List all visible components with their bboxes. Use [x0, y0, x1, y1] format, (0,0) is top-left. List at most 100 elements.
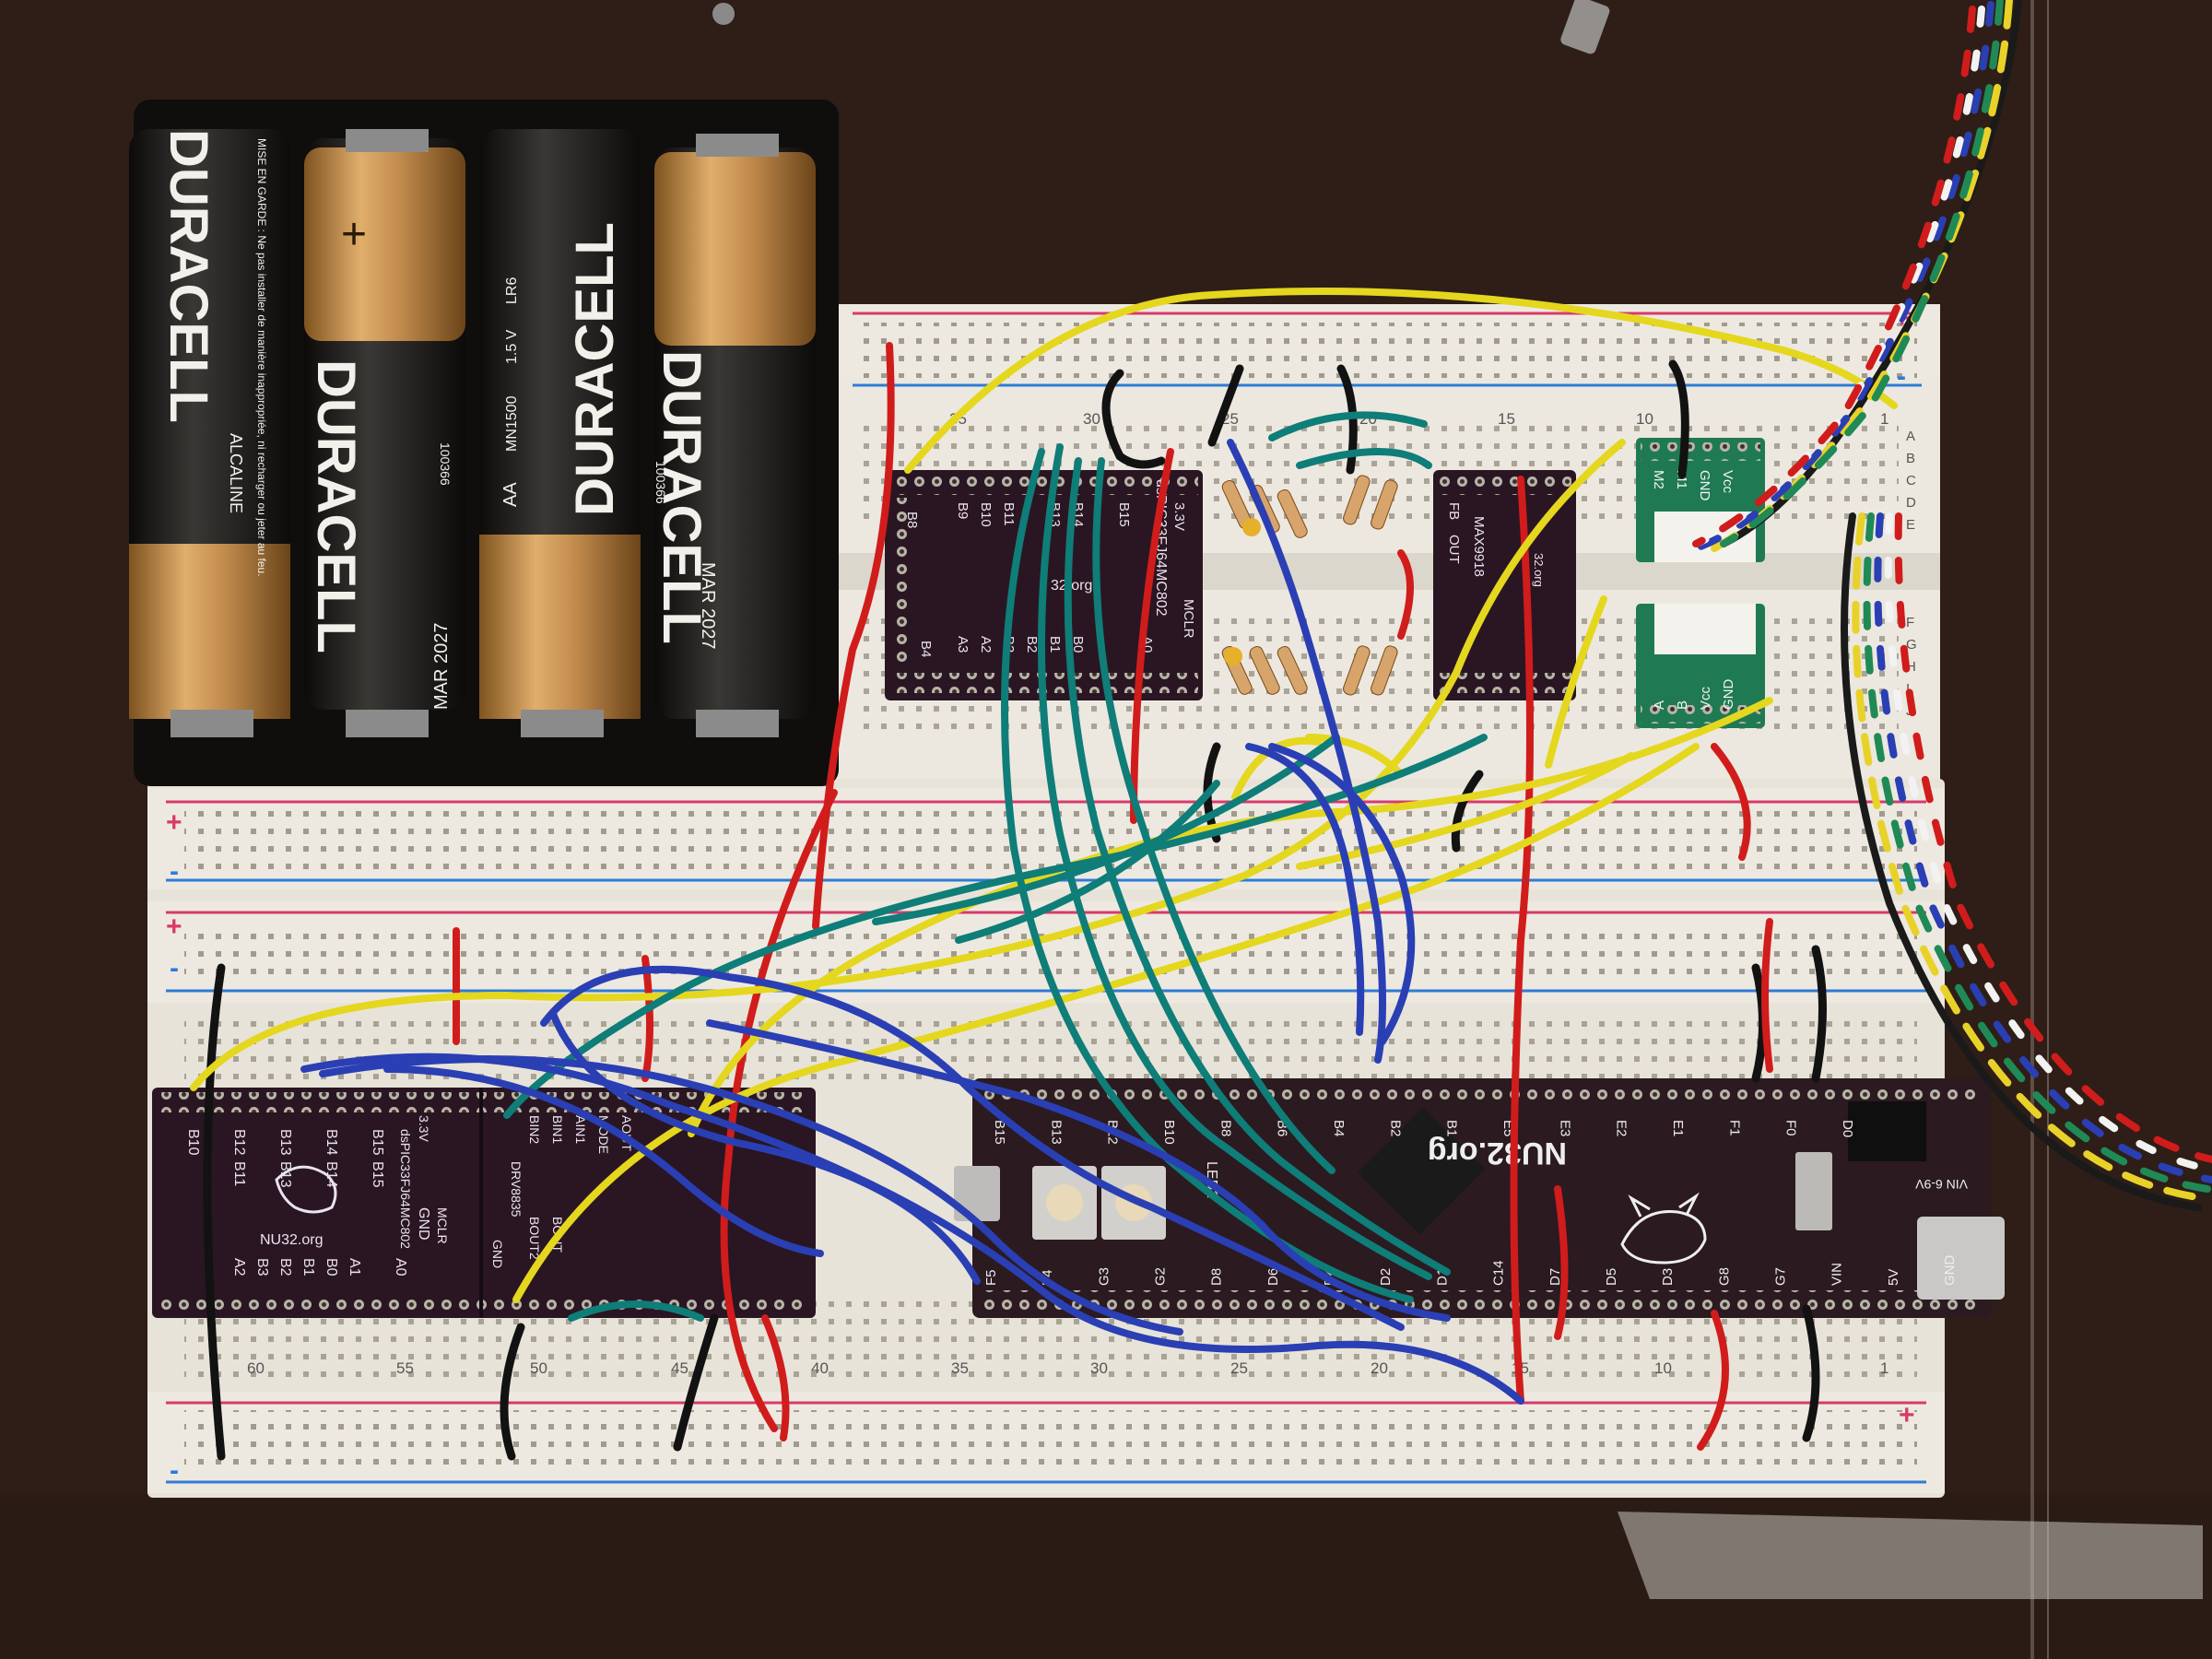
col-num: 60: [247, 1359, 265, 1377]
nu32-pin-label: E3: [1557, 1120, 1572, 1136]
conn-bottom-pin: GND: [1721, 679, 1736, 711]
row-letter: B: [1906, 451, 1915, 466]
encoder-part: MAX9918: [1471, 516, 1487, 577]
battery-expiry-4: MAR 2027: [698, 562, 718, 650]
col-num: 10: [1654, 1359, 1672, 1377]
col-num: 30: [1090, 1359, 1108, 1377]
conn-bottom-pin: A: [1652, 700, 1667, 710]
rail-minus-mid2: -: [170, 953, 179, 983]
nu32-pin-label: E2: [1614, 1120, 1630, 1136]
top-driver-reset: MCLR: [1181, 599, 1196, 639]
col-num: 50: [530, 1359, 547, 1377]
bot-pin-b: B2: [277, 1258, 293, 1277]
bot-pin: B14: [324, 1129, 339, 1156]
top-pin-b: B1: [1047, 636, 1063, 653]
col-num: 40: [811, 1359, 829, 1377]
bot-pin: B12: [231, 1129, 247, 1156]
top-pin-b: A2: [978, 636, 994, 653]
nu32-pin-label: D0: [1840, 1120, 1855, 1137]
clip-object: [1560, 0, 1610, 54]
col-num: 45: [671, 1359, 688, 1377]
reset-button[interactable]: [1032, 1166, 1097, 1240]
nu32-pin-label: B2: [1387, 1120, 1403, 1136]
battery-chem-1: ALCALINE: [227, 433, 245, 513]
screw-object: [712, 3, 735, 25]
battery-lot-4: 100366: [653, 461, 668, 504]
col-num: 15: [1498, 410, 1515, 428]
battery-model-3: MN1500: [504, 395, 520, 452]
top-pin-b: B0: [1070, 636, 1086, 653]
encoder-pin-fb: FB: [1446, 502, 1462, 520]
battery-type-3: AA: [500, 482, 521, 507]
battery-brand-1: DURACELL: [159, 129, 218, 423]
top-pin-b: B4: [918, 641, 934, 657]
row-letter: F: [1906, 615, 1914, 630]
bot-pin-b: B3: [254, 1258, 270, 1277]
row-letter: G: [1906, 637, 1917, 653]
top-pin-b: A3: [955, 636, 971, 653]
col-num: 55: [396, 1359, 414, 1377]
cat-logo-icon: [1620, 1192, 1707, 1265]
usb-port-left[interactable]: [954, 1166, 1000, 1221]
col-num: 35: [951, 1359, 969, 1377]
bot-pin-mid: B15: [370, 1161, 385, 1188]
drv-pin: BIN1: [550, 1115, 565, 1144]
battery-pack: [129, 100, 839, 786]
conn-bottom-pin: Vcc: [1698, 686, 1713, 710]
row-letter: H: [1906, 659, 1916, 675]
nu32-pin-label: D6: [1265, 1268, 1281, 1286]
top-pin: B11: [1001, 502, 1017, 526]
bot-pin-b: B1: [300, 1258, 316, 1277]
bot-pin-mid: B13: [277, 1161, 293, 1188]
battery-iec-3: LR6: [504, 277, 520, 304]
nu32-pin-label: F0: [1783, 1120, 1799, 1136]
encoder-pin-out: OUT: [1446, 535, 1462, 564]
rail-minus-top: -: [1897, 361, 1906, 392]
acrylic-stand: [1618, 0, 2203, 1659]
bot-pin: B13: [277, 1129, 293, 1156]
conn-top-pin: M2: [1651, 470, 1666, 489]
row-letter: I: [1906, 681, 1910, 697]
bot-pin-b: A0: [393, 1258, 408, 1277]
panther-logo-icon: [275, 1165, 337, 1214]
bot-driver-site: NU32.org: [260, 1232, 323, 1248]
bot-pin-b: B0: [324, 1258, 339, 1277]
top-pin: B10: [978, 502, 994, 527]
nu32-pin-label: VIN: [1830, 1263, 1845, 1286]
row-letter: A: [1906, 429, 1915, 444]
rail-plus-mid2: +: [166, 912, 182, 942]
top-pin-b: B2: [1024, 636, 1040, 653]
battery-brand-4: DURACELL: [652, 350, 712, 644]
rail-plus-bottom: +: [1899, 1400, 1915, 1430]
conn-bottom-pin: B: [1675, 700, 1690, 710]
col-num: 30: [1083, 410, 1100, 428]
nu32-pin-label: B1: [1444, 1120, 1460, 1136]
bot-driver-rail: 3.3V: [417, 1115, 431, 1142]
top-driver-rail: 3.3V: [1171, 502, 1187, 531]
nu32-pin-label: G3: [1096, 1267, 1112, 1286]
bot-driver-reset: MCLR: [435, 1207, 450, 1244]
battery-brand-3: DURACELL: [565, 222, 625, 516]
nu32-pin-label: D3: [1660, 1268, 1676, 1286]
power-switch[interactable]: [1795, 1152, 1832, 1230]
ribbon-cable: [1692, 0, 2212, 1211]
connector-top: [1636, 438, 1765, 562]
battery-warning-1: MISE EN GARDE : Ne pas installer de mani…: [255, 138, 268, 577]
nu32-pin-label: B13: [1048, 1120, 1064, 1145]
battery-expiry-2: MAR 2027: [431, 623, 452, 711]
nu32-pin-label: D8: [1209, 1268, 1225, 1286]
rail-minus-mid: -: [170, 856, 179, 887]
drv-pin: BIN2: [527, 1115, 542, 1144]
bot-pin-b: A2: [231, 1258, 247, 1277]
col-num: 25: [1230, 1359, 1248, 1377]
drv-pin: GND: [490, 1240, 505, 1268]
nu32-power: VIN 6-9V: [1915, 1177, 1968, 1192]
nu32-pin-label: GND: [1942, 1255, 1958, 1287]
usb-port-right[interactable]: [1917, 1217, 2005, 1300]
col-num: 10: [1636, 410, 1653, 428]
col-num: 1: [1880, 410, 1888, 428]
bot-pin: GND: [416, 1207, 431, 1241]
connector-bottom: [1636, 604, 1765, 728]
nu32-pin-label: F5: [983, 1269, 999, 1286]
